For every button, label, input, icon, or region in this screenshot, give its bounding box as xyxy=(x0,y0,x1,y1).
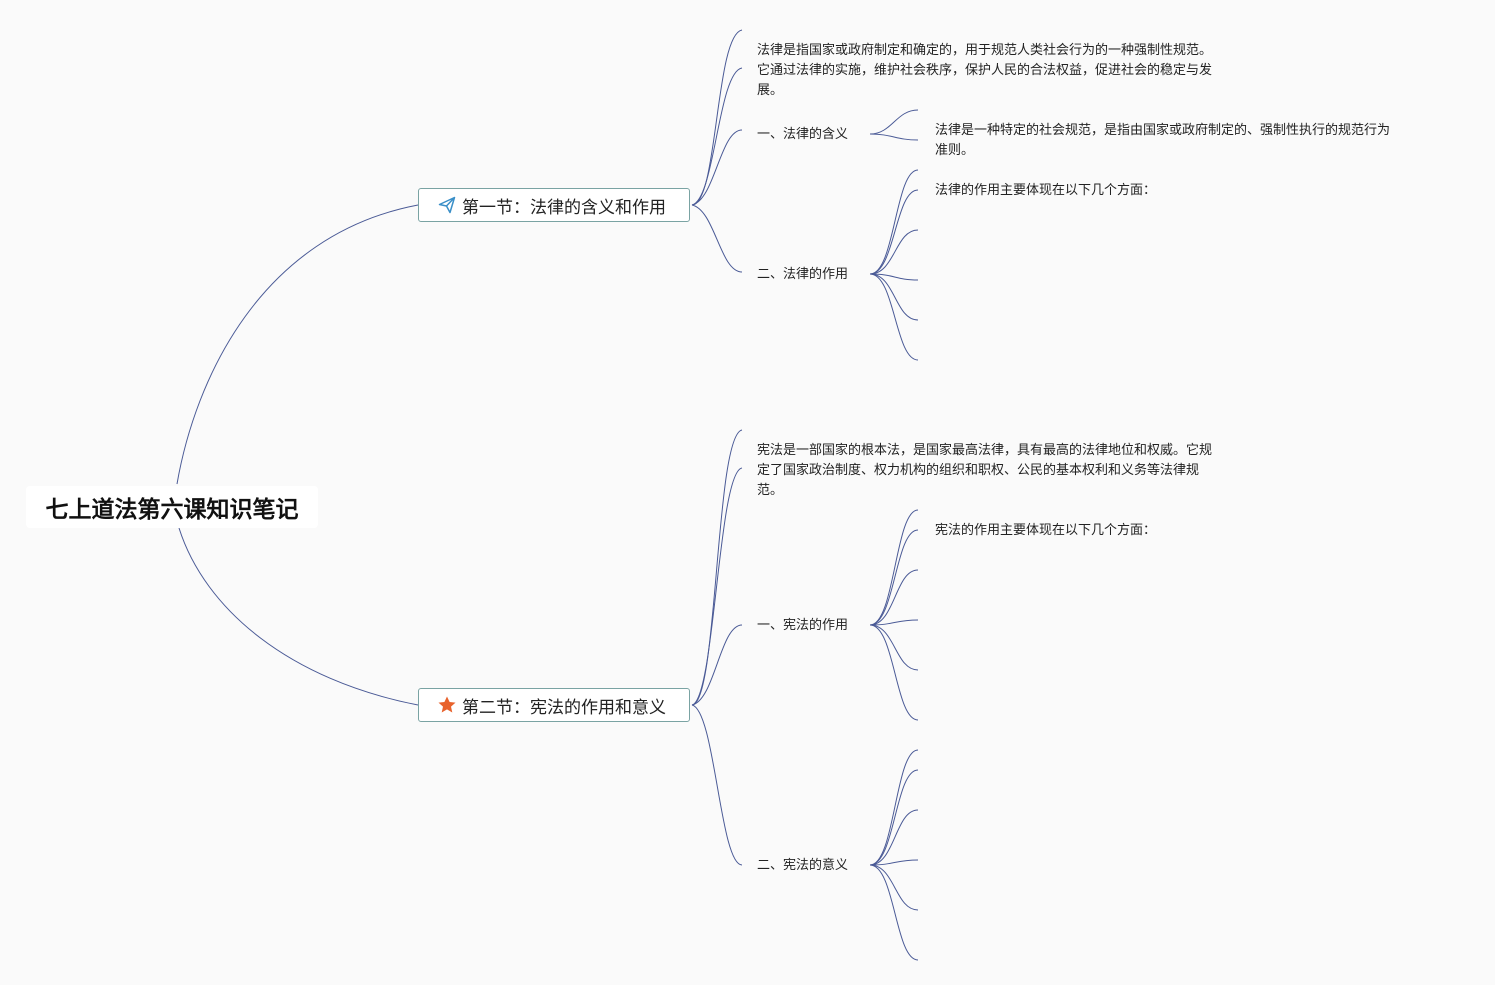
section-2-topic-1[interactable]: 一、宪法的作用 xyxy=(757,618,849,633)
section-2-node[interactable]: 第二节：宪法的作用和意义 xyxy=(418,688,690,722)
connector-s1-topic2 xyxy=(691,204,743,273)
connector-s1t2-leaf-2 xyxy=(869,189,919,275)
paper-plane-icon xyxy=(437,195,457,215)
section-1-topic-1-detail[interactable]: 法律是一种特定的社会规范，是指由国家或政府制定的、强制性执行的规范行为 准则。 xyxy=(935,123,1391,158)
section-2-topic-2[interactable]: 二、宪法的意义 xyxy=(757,858,849,873)
star-icon xyxy=(437,695,457,715)
connector-s1-topic1 xyxy=(691,129,743,206)
connector-s2t2-leaf-2 xyxy=(869,769,919,866)
root-title: 七上道法第六课知识笔记 xyxy=(45,497,299,523)
connector-s1t2-leaf-5 xyxy=(869,273,919,321)
connector-s1t2-leaf-3 xyxy=(869,229,919,275)
connector-s1t2-leaf-1 xyxy=(869,169,919,275)
root-topic[interactable]: 七上道法第六课知识笔记 xyxy=(26,486,318,528)
section-2-intro[interactable]: 宪法是一部国家的根本法，是国家最高法律，具有最高的法律地位和权威。它规 定了国家… xyxy=(757,443,1213,498)
section-1-topic-2[interactable]: 二、法律的作用 xyxy=(757,267,849,282)
connector-s1t1-detail-a xyxy=(869,109,919,135)
connector-s2t1-leaf-4 xyxy=(869,619,919,626)
section-1-topic-1[interactable]: 一、法律的含义 xyxy=(757,127,849,142)
connector-s2t1-leaf-5 xyxy=(869,624,919,671)
connector-s2t2-leaf-3 xyxy=(869,809,919,866)
connector-s2t2-leaf-5 xyxy=(869,864,919,911)
connector-s1t1-detail-b xyxy=(869,133,919,141)
connector-s2t2-leaf-1 xyxy=(869,749,919,866)
connector-s2t1-leaf-3 xyxy=(869,569,919,626)
section-1-topic-2-detail[interactable]: 法律的作用主要体现在以下几个方面： xyxy=(935,183,1157,198)
connector-s2t2-leaf-4 xyxy=(869,859,919,866)
section-2-topic-1-detail[interactable]: 宪法的作用主要体现在以下几个方面： xyxy=(935,523,1157,538)
connector-s1t2-leaf-6 xyxy=(869,273,919,361)
section-1-intro[interactable]: 法律是指国家或政府制定和确定的，用于规范人类社会行为的一种强制性规范。 它通过法… xyxy=(757,43,1213,98)
section-2-title: 第二节：宪法的作用和意义 xyxy=(462,697,666,718)
connector-s1-intro xyxy=(691,29,743,206)
connector-s2t1-leaf-2 xyxy=(869,529,919,626)
connector-s1-intro-b xyxy=(691,67,743,206)
connector-s2-intro xyxy=(691,429,743,706)
connector-s2-topic1 xyxy=(691,624,743,706)
connector-root-section-1 xyxy=(176,204,419,485)
connector-s1t2-leaf-4 xyxy=(869,273,919,281)
section-1-node[interactable]: 第一节：法律的含义和作用 xyxy=(418,188,690,222)
connector-root-section-2 xyxy=(178,527,419,706)
connector-s2t1-leaf-6 xyxy=(869,624,919,721)
connector-s2-topic2 xyxy=(691,704,743,866)
connector-s2t2-leaf-6 xyxy=(869,864,919,961)
section-1-title: 第一节：法律的含义和作用 xyxy=(462,197,666,218)
connector-s2-intro-b xyxy=(691,467,743,706)
connector-s2t1-leaf-1 xyxy=(869,509,919,626)
